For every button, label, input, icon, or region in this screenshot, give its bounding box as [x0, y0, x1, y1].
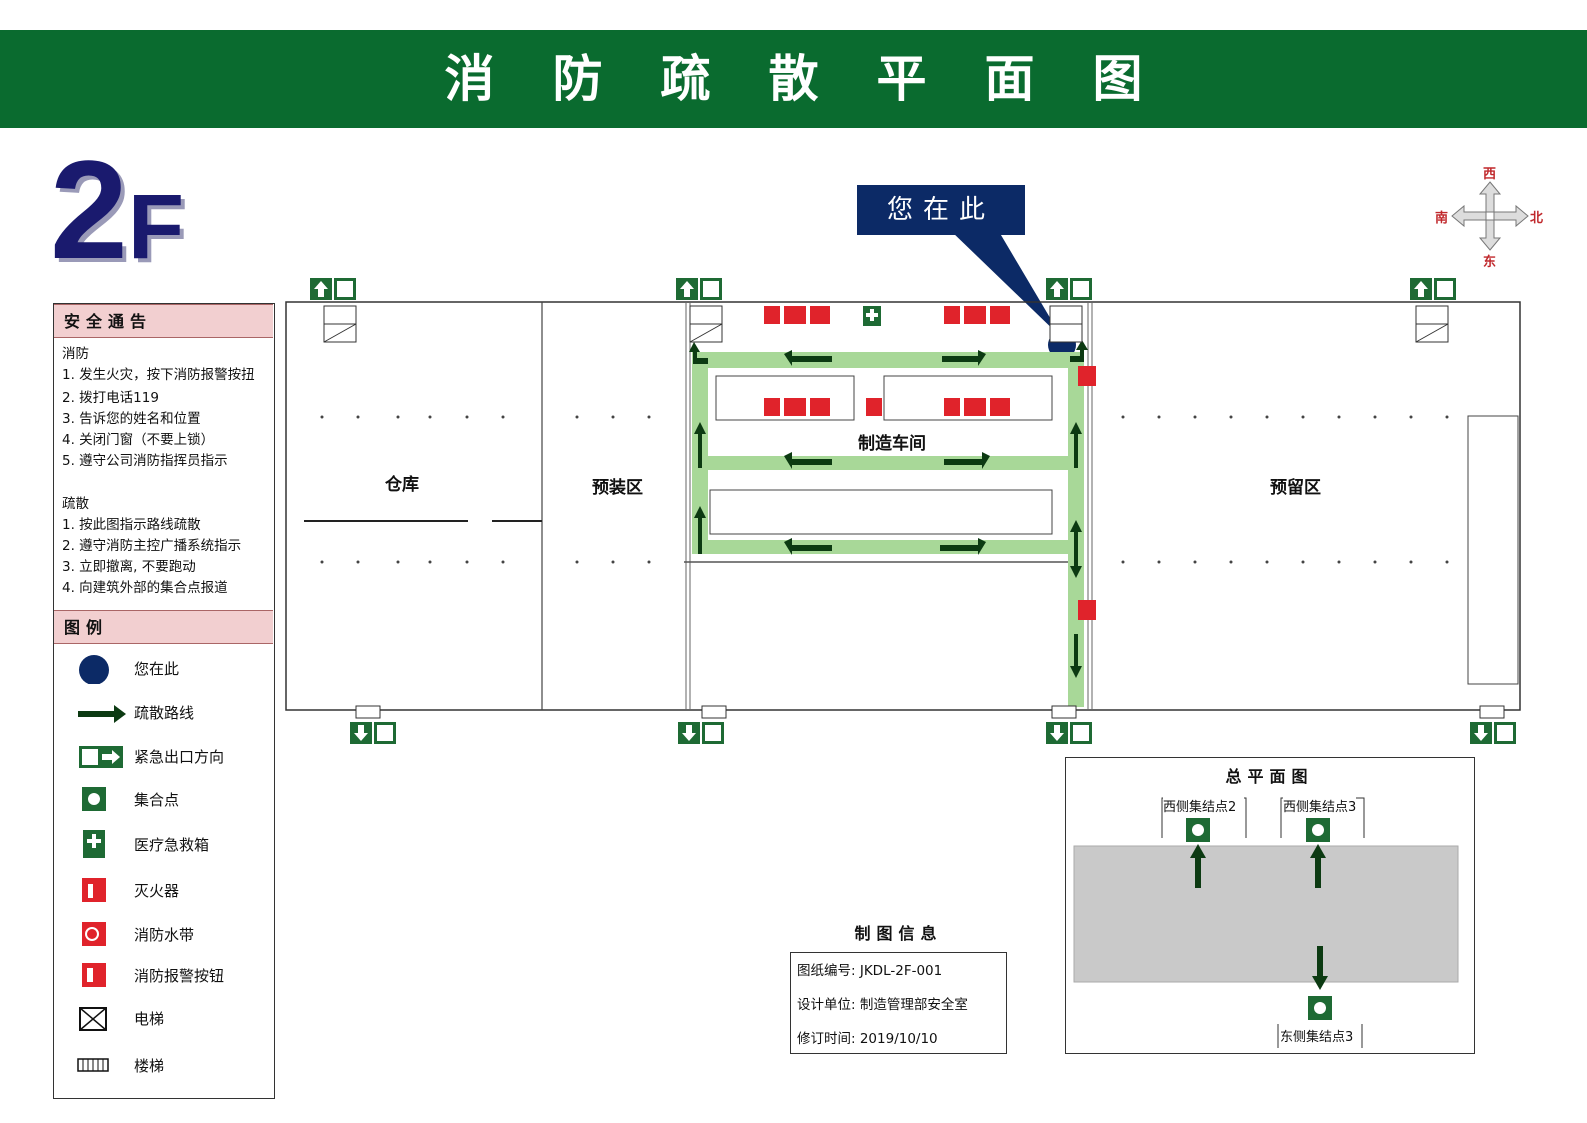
evacuation-arrows — [689, 340, 1088, 678]
compass-north: 北 — [1530, 211, 1544, 226]
east-assembly-point-3: 东侧集结点3 — [1280, 1026, 1354, 1045]
legend-item: 集合点 — [54, 779, 273, 819]
legend-item: 电梯 — [54, 998, 273, 1038]
compass-west: 西 — [1483, 167, 1497, 182]
assembly-point-icon — [1306, 818, 1330, 842]
assembly-point-icon — [82, 787, 106, 811]
fire-step: 3. 告诉您的姓名和位置 — [62, 411, 201, 427]
fire-step: 5. 遵守公司消防指挥员指示 — [62, 453, 228, 469]
floor-suffix: F — [127, 176, 185, 278]
stairs-icon — [77, 1058, 109, 1072]
info-panel: 安全通告 消防 1. 发生火灾，按下消防报警按扭 2. 拨打电话119 3. 告… — [53, 303, 275, 1099]
legend-item: 紧急出口方向 — [54, 736, 273, 776]
compass-arrows-icon — [1451, 181, 1529, 251]
compass-east: 东 — [1483, 255, 1497, 270]
floor-plan — [285, 278, 1521, 744]
you-are-here-label: 您在此 — [886, 195, 995, 225]
fire-hose-icon — [82, 922, 106, 946]
evac-heading: 疏散 — [62, 496, 89, 512]
legend-item: 医疗急救箱 — [54, 824, 273, 864]
fire-step: 1. 发生火灾，按下消防报警按扭 — [62, 367, 255, 383]
legend-item: 您在此 — [54, 648, 273, 688]
site-plan-drawing — [1073, 797, 1459, 1048]
fire-equipment — [764, 306, 1096, 620]
evac-step: 2. 遵守消防主控广播系统指示 — [62, 538, 242, 554]
building-outline — [285, 301, 1521, 711]
fire-alarm-button-icon — [82, 963, 106, 987]
notice-title: 安全通告 — [54, 304, 273, 338]
evac-step: 1. 按此图指示路线疏散 — [62, 517, 201, 533]
assembly-point-icon — [1308, 996, 1332, 1020]
room-warehouse: 仓库 — [385, 475, 419, 495]
first-aid-box — [863, 306, 881, 326]
first-aid-icon — [83, 830, 105, 858]
assembly-point-icon — [1186, 818, 1210, 842]
revision-date: 修订时间: 2019/10/10 — [797, 1031, 938, 1047]
floor-label: 2F — [50, 140, 184, 280]
fire-step: 4. 关闭门窗（不要上锁） — [62, 432, 215, 448]
header-bar — [0, 30, 1587, 128]
legend-item: 消防报警按钮 — [54, 955, 273, 995]
emergency-exit-icon — [79, 746, 123, 768]
evac-step: 4. 向建筑外部的集合点报道 — [62, 580, 228, 596]
drawing-info-title: 制图信息 — [854, 924, 943, 943]
legend-item: 疏散路线 — [54, 692, 273, 732]
legend-item: 楼梯 — [54, 1045, 273, 1085]
you-are-here-callout — [857, 185, 1076, 359]
fire-heading: 消防 — [62, 346, 89, 362]
evac-step: 3. 立即撤离, 不要跑动 — [62, 559, 196, 575]
you-are-here-dot-icon — [79, 655, 109, 684]
page-title: 消防疏散平面图 — [444, 50, 1201, 108]
legend-title: 图例 — [54, 610, 273, 644]
design-unit: 设计单位: 制造管理部安全室 — [797, 997, 968, 1013]
column-grid — [320, 415, 1449, 564]
fire-step: 2. 拨打电话119 — [62, 390, 159, 406]
compass-south: 南 — [1435, 211, 1449, 226]
room-workshop: 制造车间 — [858, 434, 926, 454]
evacuation-arrow-icon — [78, 705, 126, 723]
legend-item: 消防水带 — [54, 914, 273, 954]
fire-extinguisher-icon — [82, 878, 106, 902]
legend-item: 灭火器 — [54, 870, 273, 910]
room-preassembly: 预装区 — [592, 478, 643, 498]
floor-number: 2 — [50, 131, 128, 288]
west-assembly-point-2: 西侧集结点2 — [1163, 796, 1237, 815]
exit-signs — [310, 278, 1516, 744]
drawing-number: 图纸编号: JKDL-2F-001 — [797, 963, 943, 979]
site-plan-title: 总平面图 — [1225, 767, 1314, 786]
west-assembly-point-3: 西侧集结点3 — [1283, 796, 1357, 815]
elevator-icon — [79, 1007, 107, 1031]
room-reserved: 预留区 — [1270, 478, 1321, 498]
site-plan: 总平面图 西侧集结点2 西侧集结点3 东侧集结点3 — [1065, 757, 1475, 1054]
compass: 西 东 南 北 — [1430, 160, 1550, 270]
stairs-elevators — [323, 305, 1505, 719]
drawing-info-box: 图纸编号: JKDL-2F-001 设计单位: 制造管理部安全室 修订时间: 2… — [790, 952, 1007, 1054]
